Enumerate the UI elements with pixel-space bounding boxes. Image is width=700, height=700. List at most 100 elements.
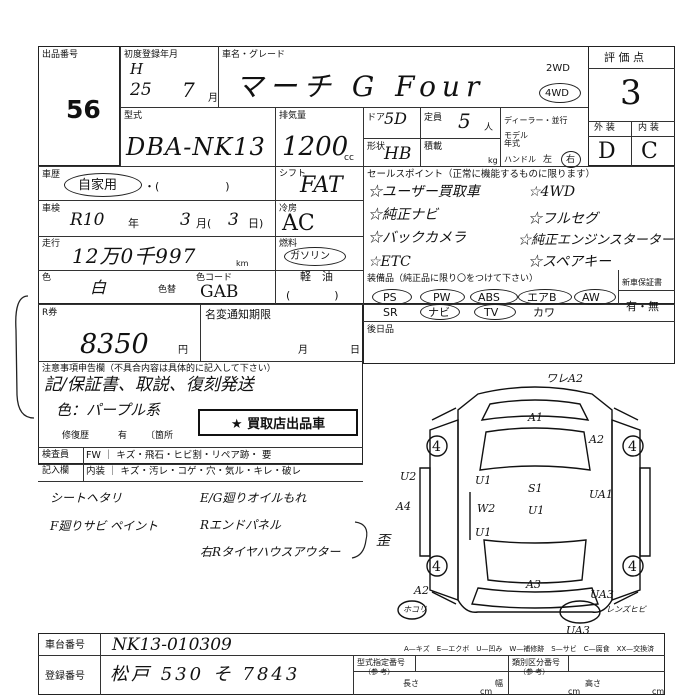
inspection-day-unit: 日) bbox=[248, 217, 264, 230]
diag-label-6: U1 bbox=[475, 474, 491, 487]
remark-5: 右Rタイヤハウスアウター bbox=[200, 545, 341, 559]
remark-4: Rエンドパネル bbox=[200, 518, 282, 532]
chassis-value: NK13-010309 bbox=[112, 635, 232, 655]
diag-label-17: ホコリ bbox=[403, 605, 427, 614]
selling-point-5: ☆バックカメラ bbox=[368, 230, 466, 246]
color-label: 色 bbox=[42, 273, 52, 283]
model-value: DBA-NK13 bbox=[126, 133, 266, 161]
model-label: 型式 bbox=[124, 111, 143, 121]
dim-width-unit: cm bbox=[568, 687, 581, 696]
reg-year: 25 bbox=[130, 80, 152, 100]
selling-point-7: ☆ETC bbox=[368, 254, 411, 270]
diag-label-4: UA1 bbox=[589, 488, 613, 501]
cooling-label: 冷房 bbox=[279, 204, 298, 214]
color-value: 白 bbox=[90, 278, 107, 297]
color-code-label: 色コード bbox=[196, 273, 233, 283]
displacement-label: 排気量 bbox=[279, 111, 307, 121]
doors-value: 5D bbox=[384, 109, 408, 128]
inspection-label: 車検 bbox=[42, 204, 61, 214]
reg-month: 7 bbox=[182, 78, 195, 102]
equip-sr: SR bbox=[383, 306, 398, 319]
remark-1: シートヘタリ bbox=[50, 491, 123, 505]
displacement-value: 1200 bbox=[282, 132, 349, 162]
dim-height: 高さ bbox=[585, 679, 601, 688]
grade-score: 3 bbox=[620, 73, 642, 113]
reg-era: H bbox=[130, 60, 144, 78]
mileage-unit: km bbox=[236, 259, 249, 268]
grade-label: 評 価 点 bbox=[604, 51, 644, 64]
dim-width: 幅 bbox=[495, 679, 503, 688]
circle-aw bbox=[574, 289, 616, 305]
diag-label-15: UA3 bbox=[566, 624, 590, 637]
displacement-unit: cc bbox=[344, 153, 354, 163]
circle-navi bbox=[420, 304, 460, 320]
notes-line2: 色：パープル系 bbox=[56, 401, 161, 419]
model-year-label: モデル年式 bbox=[504, 131, 528, 148]
inspector-row2: 内装 ｜ キズ・汚レ・コゲ・穴・気ル・キレ・破レ bbox=[86, 466, 302, 477]
handle-left: 左 bbox=[543, 155, 553, 165]
circle-tv bbox=[474, 304, 516, 320]
recycle-unit: 円 bbox=[178, 345, 188, 356]
equipment-label: 装備品（純正品に限り〇をつけて下さい） bbox=[367, 274, 539, 284]
inspection-day: 3 bbox=[228, 210, 239, 230]
mileage-label: 走行 bbox=[42, 239, 61, 249]
spec-no-sub: （参 考） bbox=[364, 668, 395, 676]
lot-label: 出品番号 bbox=[42, 50, 79, 60]
inspection-month: 3 bbox=[180, 210, 191, 230]
inspector-label: 検査員 bbox=[42, 450, 70, 460]
purchase-badge: ★ 買取店出品車 bbox=[198, 409, 358, 436]
diag-label-7: S1 bbox=[528, 482, 543, 495]
diag-label-13: A3 bbox=[525, 578, 541, 591]
drive-2wd: 2WD bbox=[546, 63, 570, 74]
diag-label-10: A4 bbox=[395, 500, 411, 513]
class-no-sub: （参 考） bbox=[519, 668, 550, 676]
diag-tire-2: 4 bbox=[628, 439, 637, 455]
reg-number-label: 登録番号 bbox=[45, 671, 85, 682]
int-label: 内 装 bbox=[638, 123, 659, 133]
rear-seat-label: 後日品 bbox=[367, 325, 395, 335]
selling-point-1: ☆ユーザー買取車 bbox=[368, 184, 480, 200]
inspection-value: R10 bbox=[70, 210, 105, 230]
dealer-label: ディーラー・並行 bbox=[504, 116, 568, 125]
notes-label: 注意事項申告欄（不具合内容は具体的に記入して下さい） bbox=[42, 364, 276, 374]
remark-2: F廻りサビ ペイント bbox=[50, 519, 159, 533]
capacity-label: 定員 bbox=[424, 113, 443, 123]
chassis-label: 車台番号 bbox=[45, 640, 85, 651]
equip-leather: カワ bbox=[533, 306, 555, 319]
bottom-frame bbox=[38, 633, 665, 695]
remark-6: 歪 bbox=[376, 533, 390, 549]
lot-number: 56 bbox=[66, 95, 101, 124]
recycle-value: 8350 bbox=[80, 329, 149, 360]
diag-label-1: ワレA2 bbox=[546, 372, 583, 385]
class-no-label: 類別区分番号 bbox=[512, 658, 560, 667]
notice-label: 名変通知期限 bbox=[205, 308, 271, 321]
diag-label-2: A1 bbox=[527, 411, 543, 424]
legend: A—キズ E—エクボ U—凹み W—補修跡 S—サビ C—腐食 XX—交換済 bbox=[404, 645, 655, 653]
shift-label: シフト bbox=[279, 169, 307, 179]
mileage-value: 12万0千997 bbox=[72, 244, 197, 268]
reg-date-label: 初度登録年月 bbox=[124, 50, 179, 60]
shape-value: HB bbox=[384, 144, 412, 164]
handle-label: ハンドル bbox=[504, 155, 536, 164]
diag-tire-3: 4 bbox=[432, 559, 441, 575]
history-label: 車歴 bbox=[42, 170, 61, 180]
diag-label-12: A2 bbox=[413, 584, 429, 597]
circle-ps bbox=[372, 289, 412, 305]
fuel-paren: ( ) bbox=[286, 289, 339, 302]
load-label: 積載 bbox=[424, 142, 443, 152]
remark-3: E/G廻りオイルもれ bbox=[200, 491, 307, 505]
diag-label-14: UA3 bbox=[590, 588, 614, 601]
selling-point-2: ☆4WD bbox=[528, 184, 576, 200]
cooling-value: AC bbox=[282, 211, 315, 236]
ext-grade: D bbox=[598, 139, 616, 164]
handle-right-circle bbox=[561, 151, 581, 168]
repair-label: 修復歴 bbox=[62, 431, 90, 441]
int-grade: C bbox=[641, 139, 658, 164]
dim-height-unit: cm bbox=[652, 687, 665, 696]
history-paren: ・( ) bbox=[144, 180, 230, 193]
doors-label: ドア bbox=[367, 113, 386, 123]
selling-point-4: ☆フルセグ bbox=[528, 211, 598, 227]
